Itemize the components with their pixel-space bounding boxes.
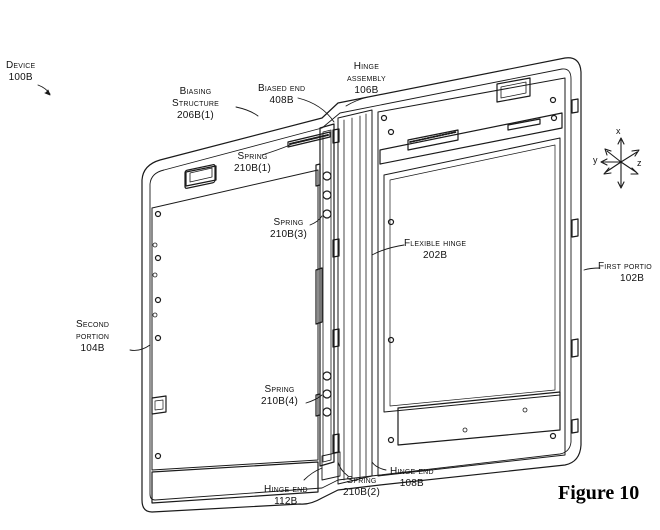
label-biasing-structure-l1: Biasing — [179, 86, 212, 97]
label-second-portion-l2: portion — [76, 331, 110, 342]
biasing-structure — [287, 131, 331, 148]
label-spring-2: Spring 210B(2) — [343, 475, 380, 499]
label-first-portion-ref: 102B — [620, 273, 645, 284]
label-hinge-assembly: Hinge assembly 106B — [347, 61, 386, 97]
label-spring-4-name: Spring — [264, 384, 295, 395]
label-device-ref: 100B — [8, 72, 33, 83]
label-device-name: Device — [6, 60, 36, 71]
flexible-hinge-spine — [337, 109, 373, 485]
left-hinge-rail — [319, 123, 335, 467]
leader-lines — [37, 84, 601, 481]
label-biased-end-ref: 408B — [269, 95, 294, 106]
label-device: Device 100B — [6, 60, 35, 84]
label-hinge-end-108-name: Hinge end — [390, 466, 434, 477]
device-outline-inner — [149, 68, 572, 501]
right-sensor — [496, 77, 531, 103]
first-portion-display — [383, 137, 561, 413]
first-portion-panel — [377, 77, 566, 477]
spring-210b2-dot — [322, 407, 332, 417]
label-hinge-end-112-ref: 112B — [274, 496, 298, 507]
device-outline — [141, 57, 582, 513]
label-spring-1-name: Spring — [237, 151, 268, 162]
figure-label: Figure 10 — [558, 482, 640, 504]
label-second-portion-ref: 104B — [80, 343, 105, 354]
axis-label-x: x — [616, 126, 621, 136]
second-portion-bottom-bar — [151, 461, 319, 504]
spring-210b3-dot — [322, 209, 332, 219]
label-first-portion: First portio 102B — [598, 261, 652, 285]
label-biasing-structure: Biasing Structure 206B(1) — [172, 86, 219, 122]
label-spring-3-ref: 210B(3) — [270, 229, 307, 240]
label-spring-3: Spring 210B(3) — [270, 217, 307, 241]
label-hinge-end-108-ref: 108B — [399, 478, 424, 489]
label-flexible-hinge: Flexible hinge 202B — [404, 238, 466, 262]
label-biasing-structure-ref: 206B(1) — [176, 110, 214, 121]
label-spring-1: Spring 210B(1) — [234, 151, 271, 175]
spring-210b4-dot — [322, 371, 332, 381]
label-spring-1-ref: 210B(1) — [234, 163, 271, 174]
label-spring-3-name: Spring — [273, 217, 304, 228]
second-portion-panel — [151, 169, 319, 471]
label-flexible-hinge-name: Flexible hinge — [404, 238, 467, 249]
label-second-portion-l1: Second — [76, 319, 110, 330]
label-spring-2-name: Spring — [346, 475, 377, 486]
axis-indicator — [600, 137, 640, 189]
label-biasing-structure-l2: Structure — [172, 98, 219, 109]
label-biased-end: Biased end 408B — [258, 83, 305, 107]
label-hinge-end-108: Hinge end 108B — [390, 466, 434, 490]
label-hinge-assembly-ref: 106B — [354, 85, 379, 96]
first-portion-connector — [407, 129, 459, 151]
axis-label-z: z — [637, 158, 642, 168]
label-hinge-assembly-l2: assembly — [347, 73, 386, 84]
label-biased-end-name: Biased end — [258, 83, 306, 94]
label-second-portion: Second portion 104B — [76, 319, 109, 355]
label-hinge-end-112-name: Hinge end — [264, 484, 308, 495]
label-hinge-assembly-l1: Hinge — [353, 61, 380, 72]
label-first-portion-name: First portio — [598, 261, 652, 272]
label-flexible-hinge-ref: 202B — [423, 250, 448, 261]
label-spring-4: Spring 210B(4) — [261, 384, 298, 408]
first-portion-top-bar — [379, 112, 563, 165]
label-hinge-end-112: Hinge end 112B — [264, 484, 308, 508]
label-spring-2-ref: 210B(2) — [343, 487, 380, 498]
axis-label-y: y — [593, 155, 598, 165]
label-spring-4-ref: 210B(4) — [261, 396, 298, 407]
spring-210b1-dot — [322, 171, 332, 181]
left-sensor — [184, 164, 216, 189]
first-portion-bottom-bar — [397, 391, 561, 446]
